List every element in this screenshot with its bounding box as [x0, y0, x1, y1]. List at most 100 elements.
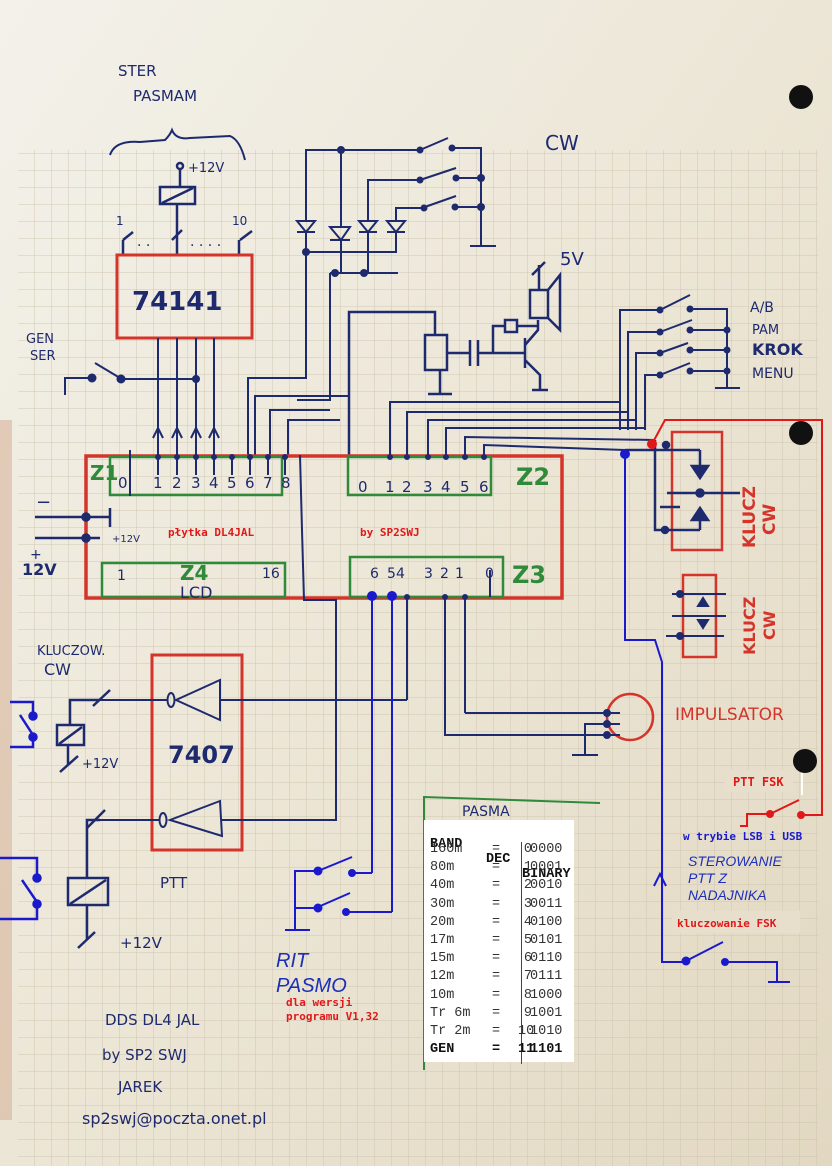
cell-band: 15m	[430, 951, 455, 967]
klucz-cw-label-2: KLUCZ	[740, 597, 759, 655]
ster-label: STER	[118, 62, 157, 80]
cell-dec: 10	[518, 1024, 535, 1039]
connector-z3	[348, 555, 505, 599]
z1-pin-label: 1	[153, 474, 163, 492]
klucz-cw-label-1: KLUCZ	[740, 486, 760, 548]
cell-dec: 3	[523, 896, 532, 912]
z1-pin-label: 6	[245, 474, 255, 492]
z1-pin-label: 4	[209, 474, 219, 492]
z2-pin-label: 2	[402, 478, 412, 496]
cell-dec: 1	[523, 860, 532, 876]
binder-hole	[789, 85, 813, 109]
z2-bus-wiring	[254, 395, 656, 455]
ic-74141-body	[115, 253, 254, 340]
ptt-fsk-label: PTT FSK	[733, 775, 784, 789]
footer-line-3: JAREK	[117, 1078, 163, 1096]
klucz-cw-straight	[666, 590, 726, 640]
cell-bin: 0011	[530, 896, 563, 912]
z3-pin-label: 2	[440, 566, 449, 582]
gen-label: GEN	[26, 332, 54, 347]
dots-right: . . . .	[190, 234, 221, 250]
z3-pin-label: 5	[387, 566, 396, 582]
cell-bin: 0101	[530, 933, 563, 948]
z2-pin-label: 0	[358, 478, 368, 496]
cell-dec: 9	[523, 1005, 532, 1021]
kluczowanie-fsk-label: kluczowanie FSK	[677, 917, 777, 930]
cell-bin: 0000	[530, 842, 563, 857]
cell-band: 80m	[430, 860, 455, 876]
z2-pin-label: 1	[385, 478, 395, 496]
switch-label-menu: MENU	[752, 366, 794, 382]
pasmam-label: PASMAM	[133, 87, 197, 105]
cell-eq: =	[492, 933, 501, 948]
power-supply-lines	[35, 508, 112, 543]
cw-relay-contacts	[10, 700, 38, 749]
cw-top-label: CW	[545, 131, 579, 155]
cell-bin: 0010	[530, 878, 563, 894]
switch-label-ab: A/B	[750, 300, 774, 316]
cell-eq: =	[492, 1042, 501, 1058]
pin-10-label: 10	[232, 214, 247, 228]
ptt-label: PTT	[160, 874, 188, 892]
cell-band: 30m	[430, 896, 455, 912]
footer-line-2: by SP2 SWJ	[102, 1046, 187, 1064]
ptt-fsk-wiring	[647, 419, 823, 827]
version-line-1: dla wersji	[286, 996, 353, 1009]
cell-dec: 5	[523, 933, 532, 948]
pasma-label: PASMA	[462, 804, 510, 820]
z2-pin-label: 3	[423, 478, 433, 496]
cw-diode-network	[247, 137, 496, 455]
klucz-cw-label-2b: CW	[760, 610, 779, 640]
cell-dec: 6	[523, 951, 532, 967]
z3-pin-label: 1	[455, 566, 464, 582]
z1-pin-junctions	[155, 454, 288, 460]
cell-band: 40m	[430, 878, 455, 894]
z2-pin-label: 6	[479, 478, 489, 496]
z3-pin-wires	[406, 570, 610, 736]
plus12v-cw-label: +12V	[82, 757, 118, 772]
ic-7407-buffers	[100, 678, 407, 838]
connector-z4	[100, 561, 287, 599]
cell-bin: 1000	[530, 987, 563, 1003]
cw-relay	[55, 689, 111, 773]
kluczowanie-fsk-box	[672, 911, 800, 933]
cell-bin: 1010	[530, 1024, 563, 1039]
cell-dec: 11	[518, 1042, 535, 1058]
cell-bin: 1001	[530, 1005, 563, 1021]
z1-pin-label: 8	[281, 474, 291, 492]
cell-eq: =	[492, 951, 501, 967]
plytka-annotation: płytka DL4JAL	[168, 526, 254, 539]
cell-band: 10m	[430, 987, 455, 1003]
connector-z2	[346, 455, 493, 497]
cell-band: 20m	[430, 914, 455, 930]
table-header: BAND DEC BINARY	[430, 822, 571, 882]
dots-left: . .	[137, 234, 150, 250]
z2-pin-label: 5	[460, 478, 470, 496]
header-band: BAND	[430, 837, 463, 852]
z4-label: Z4	[180, 561, 208, 585]
plus-label: +	[30, 547, 42, 563]
binder-hole	[789, 421, 813, 445]
cell-dec: 0	[523, 842, 532, 857]
cell-dec: 8	[523, 987, 532, 1003]
z1-pin-label: 7	[263, 474, 273, 492]
impulsator-pins	[572, 709, 620, 756]
cell-dec: 4	[523, 914, 532, 930]
cell-dec: 7	[523, 969, 532, 985]
cell-eq: =	[492, 1024, 501, 1039]
z2-pin-label: 4	[441, 478, 451, 496]
sterowanie-line-2: PTT Z	[688, 870, 727, 886]
function-switch-junctions	[656, 305, 731, 379]
cell-eq: =	[492, 842, 501, 857]
plus12v-ptt-label: +12V	[120, 934, 163, 952]
cw-junctions	[302, 144, 485, 277]
z3-pin-label: 3	[424, 566, 433, 582]
header-binary: BINARY	[522, 867, 571, 882]
pasmo-label: PASMO	[276, 975, 347, 997]
switch-label-krok: KROK	[752, 340, 803, 359]
rit-pasmo-switches	[285, 591, 397, 931]
z2-pin-junctions	[387, 454, 487, 460]
